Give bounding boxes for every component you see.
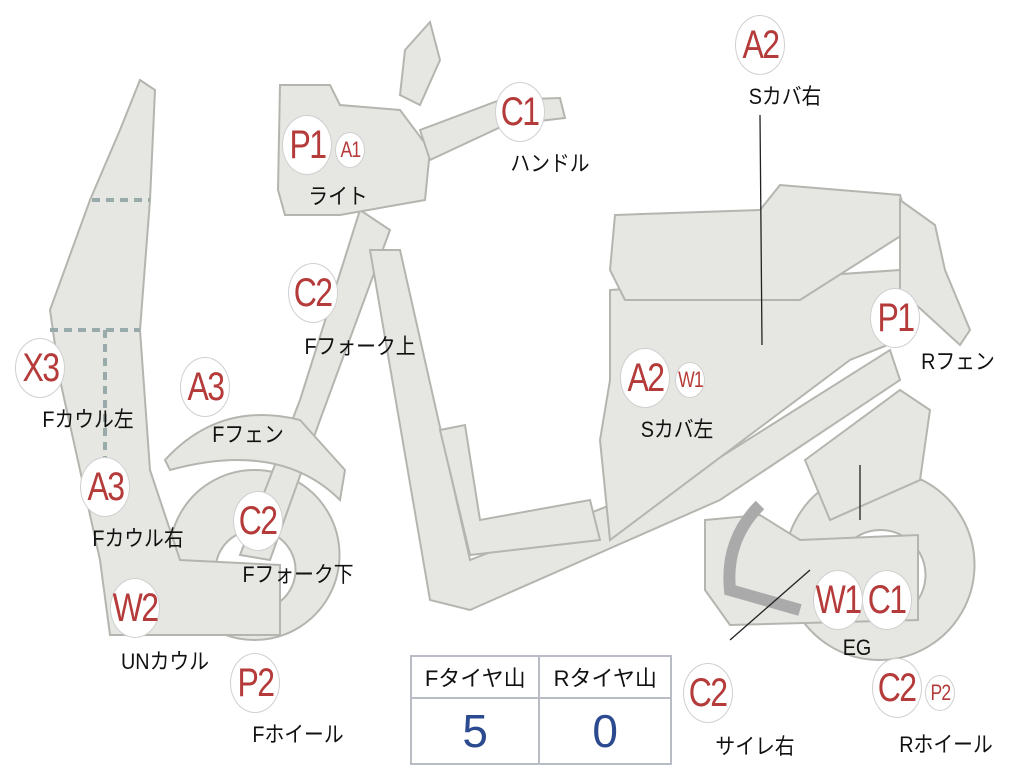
part-label: Fカウル右 xyxy=(87,521,188,553)
part-label: Fホイール xyxy=(247,717,348,749)
front-fork xyxy=(238,208,392,562)
part-label-text: ハンドル xyxy=(510,151,590,176)
damage-code-badge-text: C1 xyxy=(501,89,540,134)
part-label: サイレ右 xyxy=(711,729,799,761)
damage-code-badge-text: A3 xyxy=(87,464,125,509)
part-label-text: Rホイール xyxy=(899,732,993,757)
damage-code-badge-text: A3 xyxy=(187,364,225,409)
rear-tire-value: 0 xyxy=(538,697,672,765)
front-fender xyxy=(163,414,347,503)
part-label-text: サイレ右 xyxy=(715,734,795,759)
part-label-text: Fフェン xyxy=(212,422,284,447)
part-label-text: Fホイール xyxy=(252,722,344,747)
part-label-text: EG xyxy=(842,635,872,660)
part-label: Sカバ右 xyxy=(745,79,826,111)
damage-code-badge-text: W1 xyxy=(815,577,862,622)
damage-code-badge: P2 xyxy=(230,653,280,713)
front-tire-value: 5 xyxy=(409,697,541,765)
part-label: ハンドル xyxy=(506,146,594,178)
damage-code-badge: X3 xyxy=(15,338,65,398)
damage-code-badge: C2 xyxy=(233,491,283,551)
damage-code-badge-text: C2 xyxy=(239,498,278,543)
damage-code-badge-text: P2 xyxy=(237,660,275,705)
frame xyxy=(368,249,902,612)
front-tire-header: Fタイヤ山 xyxy=(409,655,541,699)
part-label-text: Rフェン xyxy=(921,349,995,374)
damage-code-badge-secondary: A1 xyxy=(335,132,365,168)
damage-code-badge-secondary: P2 xyxy=(925,675,955,711)
damage-code-badge-text: X3 xyxy=(22,345,60,390)
part-label-text: ライト xyxy=(308,184,368,209)
part-label: Sカバ左 xyxy=(637,412,718,444)
muffler xyxy=(803,388,932,522)
damage-code-badge: A3 xyxy=(180,357,230,417)
floor xyxy=(438,423,602,557)
damage-code-badge-secondary-text: W1 xyxy=(677,367,704,392)
damage-code-badge-secondary-text: P2 xyxy=(930,680,951,705)
mirror xyxy=(398,19,442,107)
damage-code-badge: C1 xyxy=(495,82,545,142)
damage-code-badge-text: C2 xyxy=(294,270,333,315)
part-label-text: Fカウル左 xyxy=(42,407,134,432)
part-label: EG xyxy=(841,635,873,661)
damage-code-badge-text: W2 xyxy=(112,585,159,630)
part-label-text: Fカウル右 xyxy=(92,526,184,551)
damage-code-badge-text: C2 xyxy=(689,670,728,715)
damage-code-badge-text: C2 xyxy=(878,665,917,710)
part-label: ライト xyxy=(305,179,371,211)
part-label: Rフェン xyxy=(917,344,999,376)
damage-code-badge: P1 xyxy=(282,115,332,175)
part-label-text: Sカバ右 xyxy=(748,84,822,109)
damage-code-badge-secondary-text: A1 xyxy=(340,137,361,162)
part-label-text: Fフォーク下 xyxy=(242,562,354,587)
damage-code-badge: C2 xyxy=(683,663,733,723)
damage-code-badge: A2 xyxy=(735,15,785,75)
damage-code-badge-secondary: C1 xyxy=(862,570,912,630)
damage-code-badge-secondary: W1 xyxy=(675,362,705,398)
damage-code-badge: C2 xyxy=(872,658,922,718)
part-label: Fフォーク下 xyxy=(236,557,359,589)
damage-code-badge: W1 xyxy=(813,570,863,630)
part-label: UNカウル xyxy=(116,644,214,676)
damage-code-badge-text: A2 xyxy=(742,22,780,67)
damage-code-badge-text: P1 xyxy=(877,295,915,340)
damage-code-badge: W2 xyxy=(110,578,160,638)
damage-code-badge-secondary-text: C1 xyxy=(868,577,907,622)
part-label: Fフォーク上 xyxy=(298,329,421,361)
part-label-text: UNカウル xyxy=(120,649,210,674)
damage-code-badge-text: P1 xyxy=(289,122,327,167)
damage-code-badge-text: A2 xyxy=(627,355,665,400)
part-label-text: Fフォーク上 xyxy=(304,334,416,359)
damage-code-badge: C2 xyxy=(288,263,338,323)
part-label: Rホイール xyxy=(894,727,998,759)
rear-tire-header: Rタイヤ山 xyxy=(538,655,672,699)
part-label-text: Sカバ左 xyxy=(640,417,714,442)
damage-code-badge: A3 xyxy=(80,457,130,517)
part-label: Fカウル左 xyxy=(37,402,138,434)
damage-code-badge: P1 xyxy=(870,288,920,348)
part-label: Fフェン xyxy=(208,417,287,449)
damage-code-badge: A2 xyxy=(620,348,670,408)
